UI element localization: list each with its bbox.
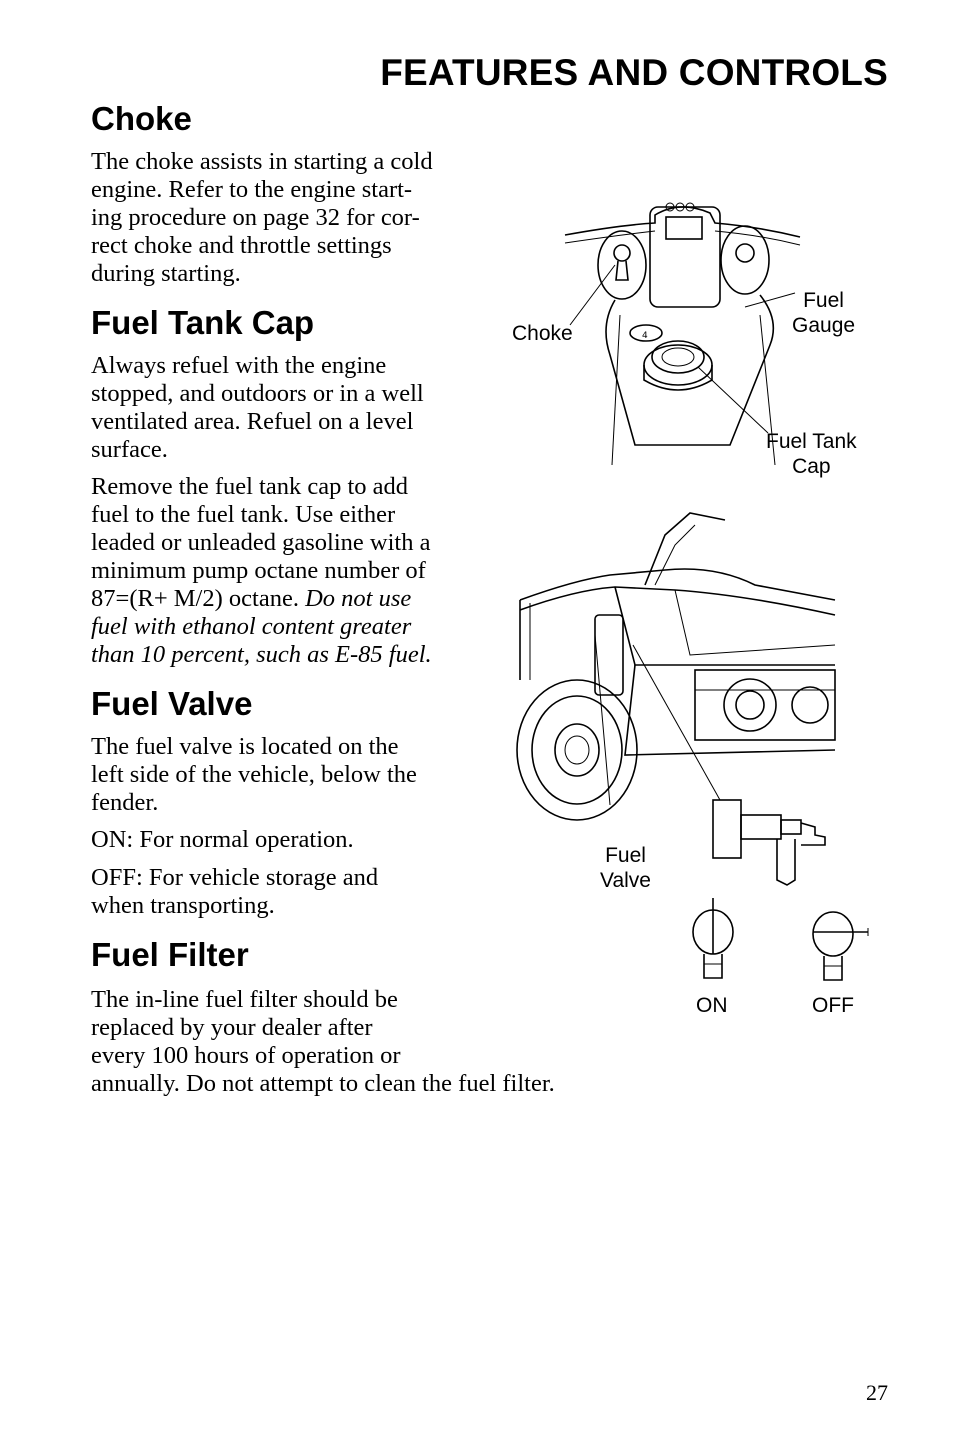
page-header: FEATURES AND CONTROLS xyxy=(380,52,888,93)
fuel-gauge-label: Fuel Gauge xyxy=(792,289,856,337)
fuel-valve-off-text: OFF: For vehicle storage and when transp… xyxy=(91,864,379,919)
valve-off-position-icon xyxy=(812,911,869,981)
fuel-tank-cap-paragraph-1: Always refuel with the engine stopped, a… xyxy=(91,352,424,463)
fuel-valve-on-text: ON: For normal operation. xyxy=(91,826,354,853)
page-number: 27 xyxy=(866,1380,888,1405)
fuel-valve-label: Fuel Valve xyxy=(600,844,651,892)
choke-label: Choke xyxy=(512,322,573,345)
choke-heading: Choke xyxy=(91,100,192,137)
valve-on-position-icon xyxy=(692,898,734,979)
fuel-filter-body: The in-line fuel filter should be replac… xyxy=(91,986,555,1097)
svg-text:4: 4 xyxy=(642,331,648,341)
fuel-valve-paragraph-1: The fuel valve is located on the left si… xyxy=(91,733,417,816)
choke-body: The choke assists in starting a cold eng… xyxy=(91,148,433,287)
valve-on-label: ON xyxy=(696,994,728,1017)
fuel-tank-cap-label: Fuel Tank Cap xyxy=(766,430,857,478)
handlebar-fuel-tank-illustration: 4 xyxy=(564,202,801,466)
fuel-filter-heading: Fuel Filter xyxy=(91,936,249,973)
fuel-tank-cap-paragraph-2-text: Remove the fuel tank cap to add fuel to … xyxy=(91,473,431,612)
valve-off-label: OFF xyxy=(812,994,854,1017)
fuel-tank-cap-paragraph-2: Remove the fuel tank cap to add fuel to … xyxy=(91,473,432,669)
fuel-tank-cap-heading: Fuel Tank Cap xyxy=(91,304,315,341)
fuel-valve-heading: Fuel Valve xyxy=(91,685,253,722)
ethanol-warning: Do not use fuel with ethanol content gre… xyxy=(91,585,432,668)
atv-fuel-valve-illustration xyxy=(516,512,836,886)
